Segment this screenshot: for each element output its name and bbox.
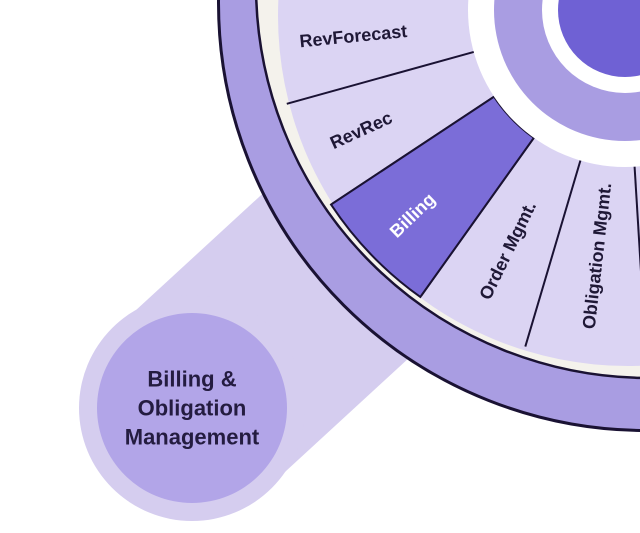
callout-text-line: Obligation	[138, 396, 247, 421]
callout-text-line: Billing &	[147, 367, 236, 392]
hub-core-circle	[558, 0, 640, 77]
callout-inner-circle	[97, 313, 287, 503]
segment-divider-line	[633, 164, 640, 272]
segment-divider-line	[524, 158, 582, 347]
segment-divider-line	[286, 50, 476, 105]
callout-text-line: Management	[125, 425, 260, 450]
